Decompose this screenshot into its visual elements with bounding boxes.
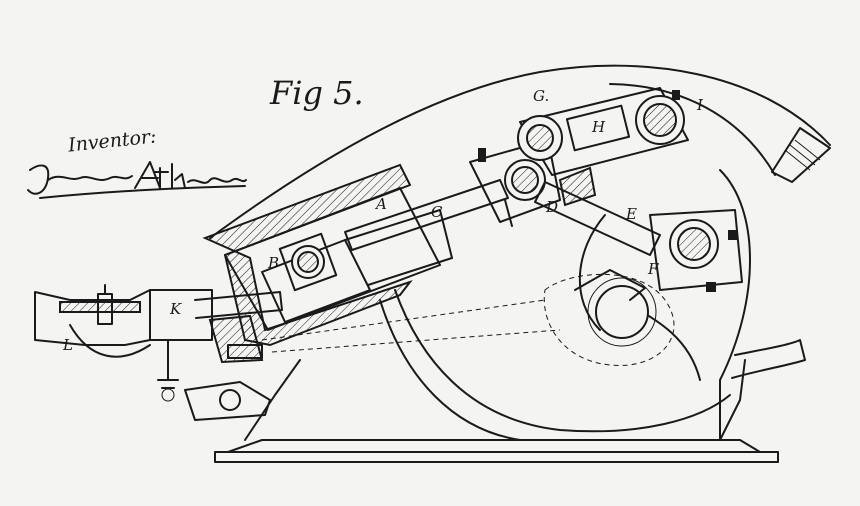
label-d: D bbox=[546, 198, 559, 216]
label-i: I bbox=[697, 96, 703, 114]
label-b: B bbox=[268, 254, 280, 272]
crosshead-pin bbox=[278, 232, 338, 292]
label-h: H bbox=[592, 118, 606, 136]
label-g: G. bbox=[533, 87, 550, 105]
crank-shaft bbox=[261, 269, 675, 366]
figure-title: Fig 5. bbox=[270, 74, 364, 112]
rocker-link bbox=[517, 87, 689, 176]
base-plate bbox=[214, 359, 779, 463]
label-c: C bbox=[431, 203, 443, 221]
lower-bearing bbox=[649, 209, 743, 292]
label-k: K bbox=[170, 300, 182, 318]
inventor-signature bbox=[27, 161, 247, 199]
label-f: F bbox=[648, 260, 659, 278]
carburettor bbox=[34, 284, 179, 402]
label-l: L bbox=[63, 336, 73, 354]
connecting-rod bbox=[344, 139, 561, 251]
link-e bbox=[534, 166, 661, 256]
bracket bbox=[184, 381, 271, 421]
label-e: E bbox=[626, 205, 637, 223]
label-a: A bbox=[376, 195, 387, 213]
